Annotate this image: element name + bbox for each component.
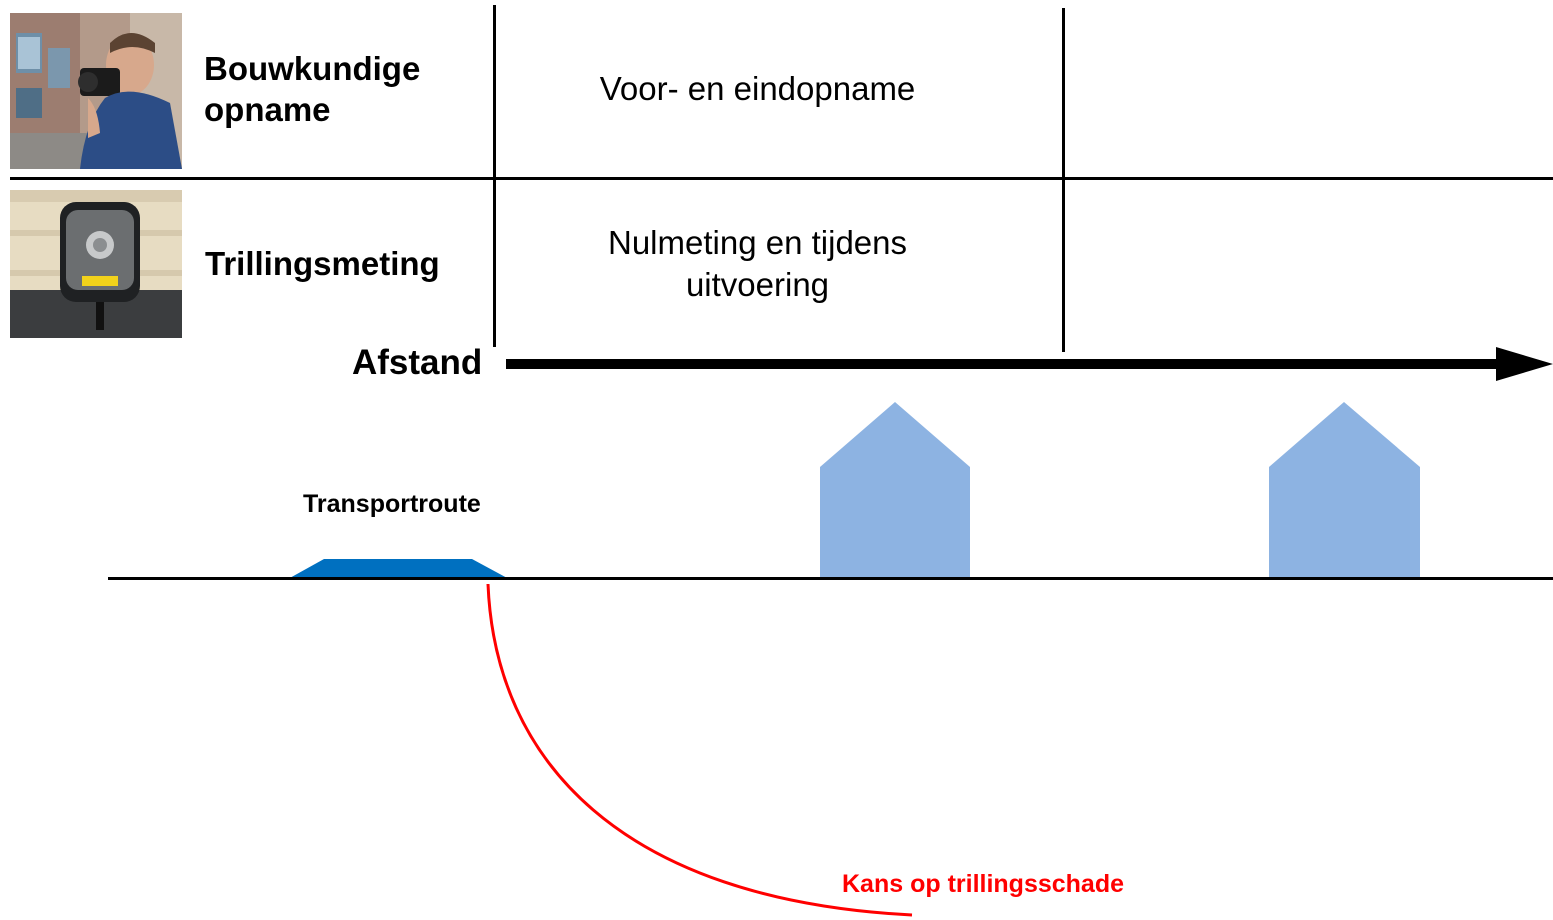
cell-voor-en-eindopname: Voor- en eindopname xyxy=(560,68,955,110)
cell-text-line: uitvoering xyxy=(685,266,830,303)
house-icon xyxy=(1269,402,1420,578)
risk-label: Kans op trillingsschade xyxy=(842,870,1125,898)
axis-label-afstand: Afstand xyxy=(352,343,483,382)
grid-divider-left xyxy=(493,5,496,347)
cell-text-line: Nulmeting en tijdens xyxy=(608,224,907,261)
photographer-photo xyxy=(10,13,182,169)
transport-route-label: Transportroute xyxy=(303,490,481,518)
row-label-bouwkundige: Bouwkundige opname xyxy=(204,48,420,130)
camera-photographer-icon xyxy=(10,13,182,169)
row-label-line: Trillingsmeting xyxy=(205,245,440,282)
vibration-risk-curve xyxy=(486,583,913,917)
row-label-trillingsmeting: Trillingsmeting xyxy=(205,243,440,284)
row-label-line: Bouwkundige xyxy=(204,50,421,87)
transport-road-icon xyxy=(288,559,509,579)
grid-row-divider xyxy=(10,177,1553,180)
vibration-sensor-icon xyxy=(10,190,182,338)
house-icon xyxy=(820,402,970,578)
row-label-line: opname xyxy=(204,91,331,128)
grid-divider-right xyxy=(1062,8,1065,352)
cell-text-line: Voor- en eindopname xyxy=(599,70,916,107)
vibration-monitor-photo xyxy=(10,190,182,338)
cell-nulmeting: Nulmeting en tijdens uitvoering xyxy=(560,222,955,306)
ground-line xyxy=(108,577,1553,580)
distance-arrow xyxy=(506,347,1553,381)
